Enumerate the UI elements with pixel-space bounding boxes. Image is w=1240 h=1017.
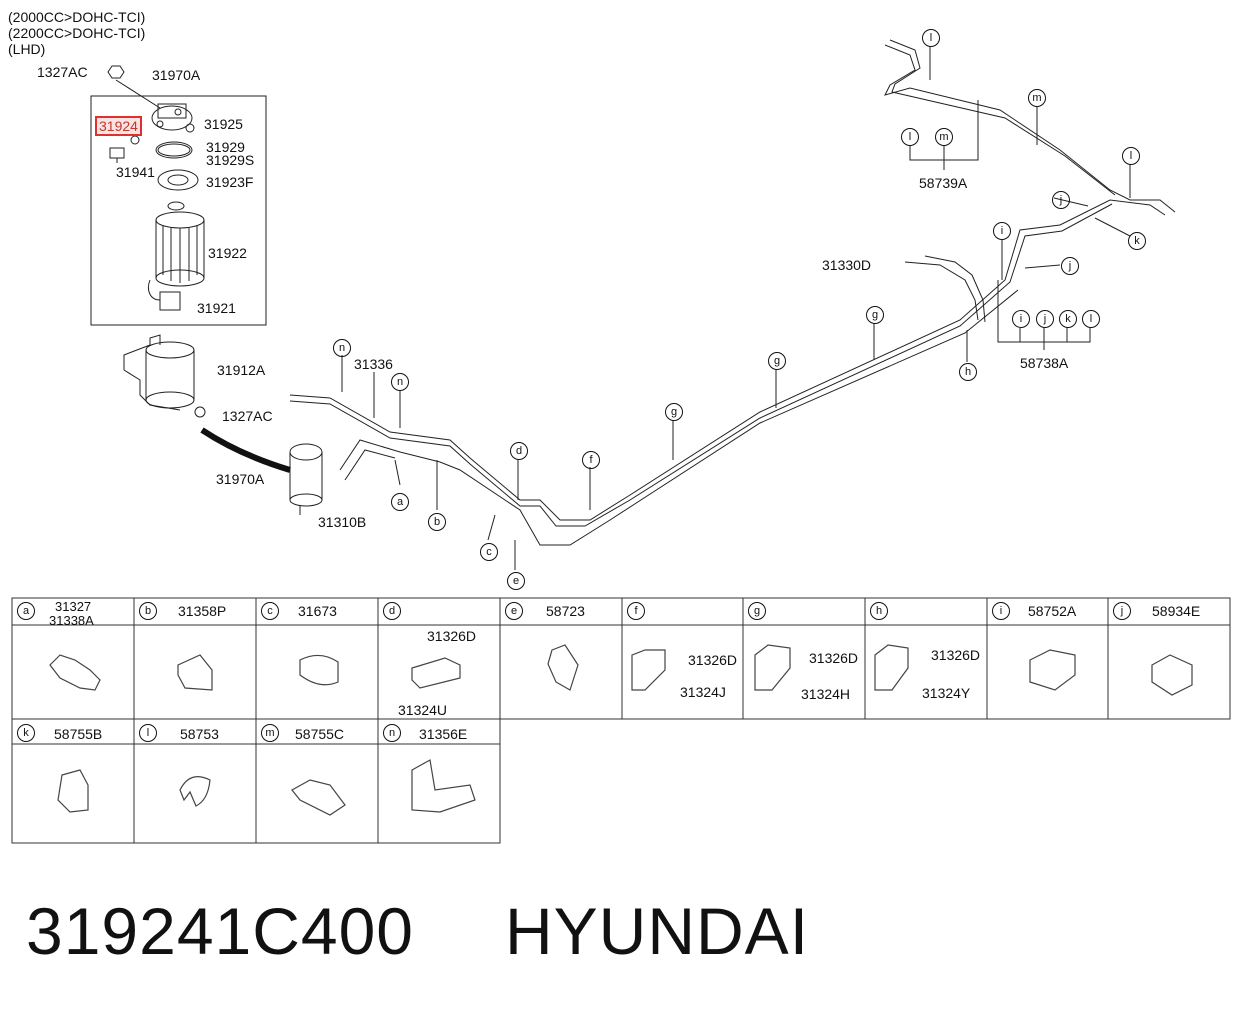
table-sub-d2: 31324U xyxy=(398,702,448,718)
table-letter-e: e xyxy=(505,602,523,620)
callout-e: e xyxy=(507,572,525,590)
table-part-m: 58755C xyxy=(295,726,345,742)
callout-f: f xyxy=(582,451,600,469)
table-sub-f2: 31324J xyxy=(680,684,726,700)
callout-j: j xyxy=(1052,191,1070,209)
callout-a: a xyxy=(391,493,409,511)
callout-c: c xyxy=(480,543,498,561)
table-part-e: 58723 xyxy=(546,603,585,619)
label-31929: 31929 xyxy=(206,139,245,155)
label-assembly-mid: 31970A xyxy=(216,471,265,487)
callout-l: l xyxy=(901,128,919,146)
callout-i: i xyxy=(1012,310,1030,328)
table-part-a: 31327 xyxy=(55,599,92,614)
table-part-k: 58755B xyxy=(54,726,103,742)
callout-j: j xyxy=(1036,310,1054,328)
callout-d: d xyxy=(510,442,528,460)
callout-k: k xyxy=(1059,310,1077,328)
callout-k: k xyxy=(1128,232,1146,250)
nut-top-drawing xyxy=(107,65,125,79)
table-letter-g: g xyxy=(748,602,766,620)
part-number: 319241C400 xyxy=(26,894,415,968)
table-letter-c: c xyxy=(261,602,279,620)
table-sub-g1: 31326D xyxy=(809,650,859,666)
label-31921: 31921 xyxy=(197,300,236,316)
label-31310b: 31310B xyxy=(318,514,367,530)
brand-name: HYUNDAI xyxy=(505,894,810,968)
exploded-diagram xyxy=(90,39,1176,570)
callout-n: n xyxy=(333,339,351,357)
table-sub-f1: 31326D xyxy=(688,652,738,668)
table-sub-d1: 31326D xyxy=(427,628,477,644)
label-58739a: 58739A xyxy=(919,175,968,191)
callout-m: m xyxy=(1028,89,1046,107)
callout-n: n xyxy=(391,373,409,391)
label-assembly-top: 31970A xyxy=(152,67,201,83)
label-bracket: 31912A xyxy=(217,362,266,378)
label-31922: 31922 xyxy=(208,245,247,261)
table-letter-b: b xyxy=(139,602,157,620)
label-31330d: 31330D xyxy=(822,257,872,273)
callout-j: j xyxy=(1061,257,1079,275)
callout-b: b xyxy=(428,513,446,531)
table-letter-d: d xyxy=(383,602,401,620)
table-letter-l: l xyxy=(139,724,157,742)
table-letter-h: h xyxy=(870,602,888,620)
callout-l: l xyxy=(1082,310,1100,328)
label-nut-top: 1327AC xyxy=(37,64,88,80)
table-letter-a: a xyxy=(17,602,35,620)
table-sub-g2: 31324H xyxy=(801,686,851,702)
callout-h: h xyxy=(959,363,977,381)
label-31929s: 31929S xyxy=(206,152,255,168)
table-letter-j: j xyxy=(1113,602,1131,620)
spec-line-3: (LHD) xyxy=(8,41,46,57)
table-part-i: 58752A xyxy=(1028,603,1077,619)
table-letter-m: m xyxy=(261,724,279,742)
callout-g: g xyxy=(665,403,683,421)
callout-l: l xyxy=(1122,147,1140,165)
label-nut-mid: 1327AC xyxy=(222,408,273,424)
callout-l: l xyxy=(922,29,940,47)
spec-line-2: (2200CC>DOHC-TCI) xyxy=(8,25,146,41)
table-letter-k: k xyxy=(17,724,35,742)
highlighted-part-label[interactable]: 31924 xyxy=(95,116,142,136)
label-31941: 31941 xyxy=(116,164,155,180)
label-31925: 31925 xyxy=(204,116,243,132)
table-letter-i: i xyxy=(992,602,1010,620)
filter-group-box xyxy=(90,95,267,326)
table-letter-n: n xyxy=(383,724,401,742)
spec-line-1: (2000CC>DOHC-TCI) xyxy=(8,9,146,25)
label-58738a: 58738A xyxy=(1020,355,1069,371)
table-sub-h1: 31326D xyxy=(931,647,981,663)
table-part-c: 31673 xyxy=(298,603,337,619)
table-part-j: 58934E xyxy=(1152,603,1201,619)
table-part-n: 31356E xyxy=(419,726,468,742)
callout-g: g xyxy=(768,352,786,370)
table-sub-h2: 31324Y xyxy=(922,685,971,701)
label-31923f: 31923F xyxy=(206,174,254,190)
callout-i: i xyxy=(993,222,1011,240)
table-part-l: 58753 xyxy=(180,726,219,742)
table-part-a2: 31338A xyxy=(49,613,94,628)
callout-m: m xyxy=(935,128,953,146)
table-letter-f: f xyxy=(627,602,645,620)
label-31336: 31336 xyxy=(354,356,393,372)
callout-g: g xyxy=(866,306,884,324)
table-part-b: 31358P xyxy=(178,603,227,619)
